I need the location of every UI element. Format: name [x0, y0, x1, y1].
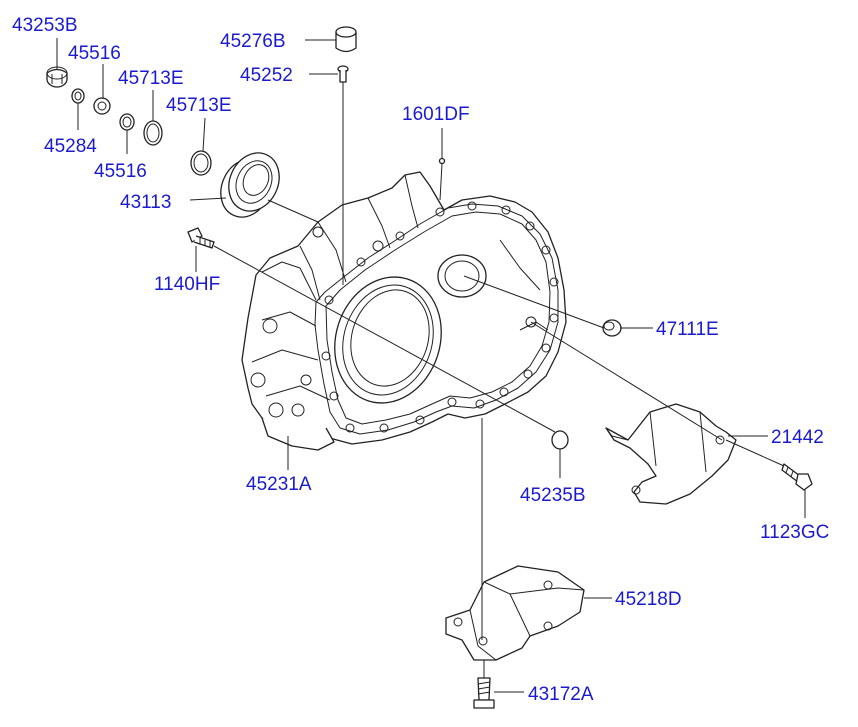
oil-seal-43113-part: [220, 152, 280, 218]
bolt-1140hf-part: [187, 227, 215, 249]
callout-45516-top: 45516: [68, 43, 121, 64]
callout-45516-lower: 45516: [94, 161, 147, 182]
ring-45284-part: [71, 88, 85, 104]
plug-47111e-part: [602, 319, 622, 337]
bolt-1123gc-part: [781, 463, 813, 491]
bolt-43172a-part: [473, 677, 495, 709]
callout-45276b: 45276B: [220, 31, 286, 52]
callout-47111e: 47111E: [656, 319, 719, 340]
callout-45252: 45252: [240, 65, 293, 86]
callout-45713e-top: 45713E: [118, 68, 184, 89]
washer-45516-lower-part: [119, 113, 135, 131]
callout-labels: 43253B 45516 45713E 45713E 45284 45516 4…: [12, 15, 829, 705]
cap-45276b-part: [335, 26, 357, 53]
callout-45713e-lower: 45713E: [166, 95, 232, 116]
cover-21442-part: [605, 403, 737, 505]
callout-45218d: 45218D: [615, 589, 682, 610]
washer-45516-part: [93, 97, 111, 115]
callout-43253b: 43253B: [12, 15, 78, 36]
plug-1601df-part: [438, 157, 446, 165]
callout-43172a: 43172A: [528, 684, 594, 705]
callout-1140hf: 1140HF: [154, 274, 220, 295]
callout-45284: 45284: [44, 136, 97, 157]
plug-45235b-part: [551, 430, 569, 450]
pin-45252-part: [337, 65, 349, 83]
callout-43113: 43113: [120, 192, 171, 213]
transmission-case-part: [241, 171, 567, 451]
callout-21442: 21442: [771, 427, 824, 448]
bracket-45218d-part: [445, 565, 585, 661]
callout-45235b: 45235B: [520, 485, 586, 506]
callout-1123gc: 1123GC: [760, 522, 829, 543]
callout-1601df: 1601DF: [402, 104, 470, 125]
leader-lines: [56, 38, 806, 693]
nut-43253b-part: [46, 66, 68, 88]
callout-45231a: 45231A: [246, 474, 312, 495]
